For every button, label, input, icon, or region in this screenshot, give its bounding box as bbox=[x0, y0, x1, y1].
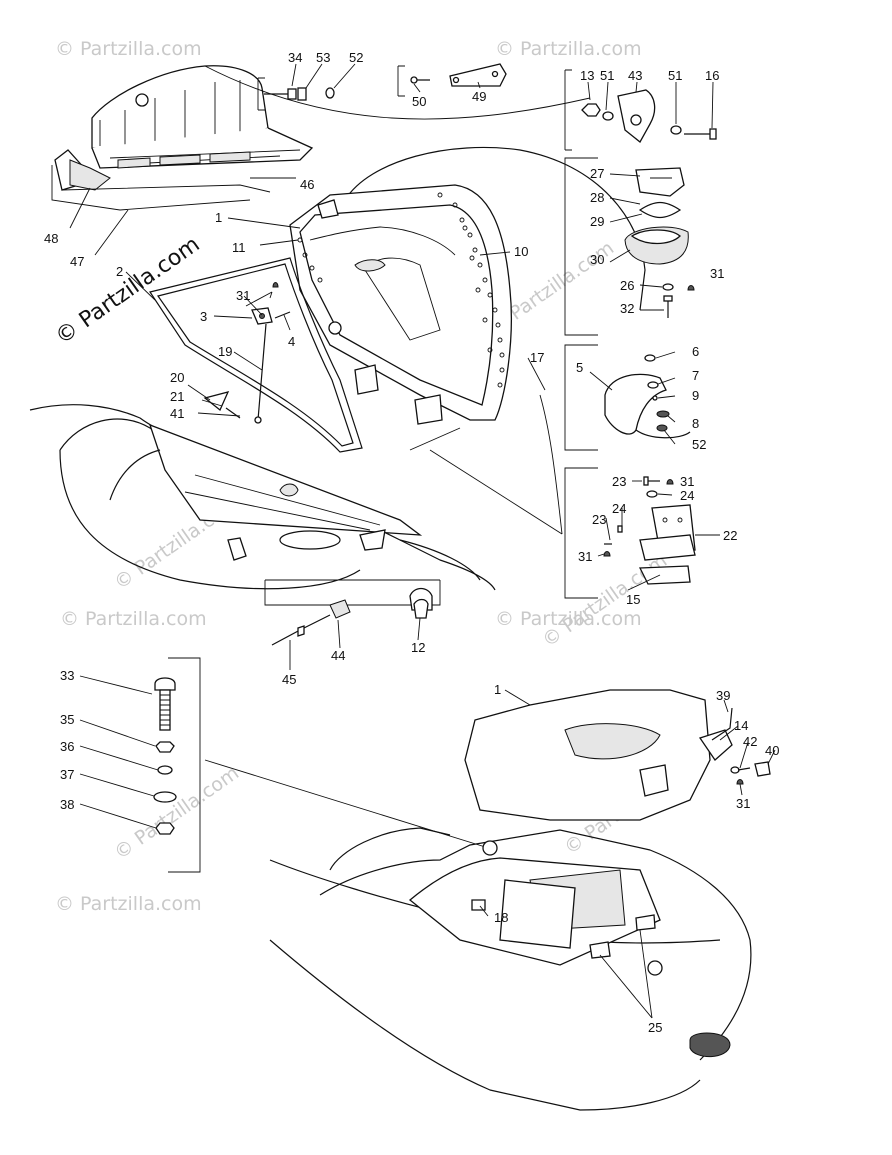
callout-31: 31 bbox=[236, 288, 250, 303]
callout-29: 29 bbox=[590, 214, 604, 229]
callout-52: 52 bbox=[692, 437, 706, 452]
callout-5: 5 bbox=[576, 360, 583, 375]
group-brackets bbox=[168, 157, 598, 873]
callout-46: 46 bbox=[300, 177, 314, 192]
callout-11: 11 bbox=[232, 240, 246, 255]
callout-1: 1 bbox=[215, 210, 222, 225]
callout-24: 24 bbox=[680, 488, 694, 503]
lid-support bbox=[203, 282, 291, 424]
callout-23: 23 bbox=[612, 474, 626, 489]
callout-37: 37 bbox=[60, 767, 74, 782]
storage-tray bbox=[91, 65, 591, 169]
callout-7: 7 bbox=[692, 368, 699, 383]
callout-20: 20 bbox=[170, 370, 184, 385]
callout-48: 48 bbox=[44, 231, 58, 246]
hinge-cluster-top-right bbox=[564, 69, 717, 151]
callout-35: 35 bbox=[60, 712, 74, 727]
callout-18: 18 bbox=[494, 910, 508, 925]
callout-39: 39 bbox=[716, 688, 730, 703]
gasket-seal bbox=[149, 257, 363, 453]
latch-assembly bbox=[624, 167, 695, 318]
callout-1: 1 bbox=[494, 682, 501, 697]
callout-22: 22 bbox=[723, 528, 737, 543]
hull-body-lower bbox=[269, 689, 771, 1111]
callout-8: 8 bbox=[692, 416, 699, 431]
callout-2: 2 bbox=[116, 264, 123, 279]
callout-34: 34 bbox=[288, 50, 302, 65]
watermark-faint: © Partzilla.com bbox=[55, 38, 202, 60]
bolt-stack bbox=[153, 677, 496, 851]
callout-labels: 34 53 52 50 49 13 51 43 51 16 46 48 47 1… bbox=[44, 50, 779, 1035]
callout-26: 26 bbox=[620, 278, 634, 293]
leader-lines bbox=[69, 63, 776, 1019]
callout-19: 19 bbox=[218, 344, 232, 359]
callout-24: 24 bbox=[612, 501, 626, 516]
callout-40: 40 bbox=[765, 743, 779, 758]
callout-43: 43 bbox=[628, 68, 642, 83]
callout-36: 36 bbox=[60, 739, 74, 754]
callout-10: 10 bbox=[514, 244, 528, 259]
callout-9: 9 bbox=[692, 388, 699, 403]
watermark-faint: © Partzilla.com bbox=[538, 550, 671, 652]
callout-53: 53 bbox=[316, 50, 330, 65]
callout-4: 4 bbox=[288, 334, 295, 349]
hinge-plates bbox=[603, 476, 696, 585]
callout-52: 52 bbox=[349, 50, 363, 65]
watermark-faint: © Partzilla.com bbox=[110, 762, 243, 864]
callout-14: 14 bbox=[734, 718, 748, 733]
watermark-faint: © Partzilla.com bbox=[60, 608, 207, 630]
callout-25: 25 bbox=[648, 1020, 662, 1035]
callout-45: 45 bbox=[282, 672, 296, 687]
hull-body-upper bbox=[29, 404, 496, 591]
callout-38: 38 bbox=[60, 797, 74, 812]
callout-47: 47 bbox=[70, 254, 84, 269]
callout-31: 31 bbox=[710, 266, 724, 281]
callout-30: 30 bbox=[590, 252, 604, 267]
storage-mat bbox=[51, 149, 271, 211]
callout-15: 15 bbox=[626, 592, 640, 607]
handle-cover bbox=[604, 354, 691, 439]
hardware-group-top bbox=[257, 63, 507, 111]
callout-41: 41 bbox=[170, 406, 184, 421]
callout-17: 17 bbox=[530, 350, 544, 365]
callout-51: 51 bbox=[600, 68, 614, 83]
callout-42: 42 bbox=[743, 734, 757, 749]
front-cover-lid bbox=[289, 146, 646, 451]
callout-12: 12 bbox=[411, 640, 425, 655]
callout-13: 13 bbox=[580, 68, 594, 83]
callout-51: 51 bbox=[668, 68, 682, 83]
callout-31: 31 bbox=[680, 474, 694, 489]
callout-28: 28 bbox=[590, 190, 604, 205]
callout-21: 21 bbox=[170, 389, 184, 404]
callout-27: 27 bbox=[590, 166, 604, 181]
callout-6: 6 bbox=[692, 344, 699, 359]
callout-16: 16 bbox=[705, 68, 719, 83]
callout-44: 44 bbox=[331, 648, 345, 663]
watermark-faint: © Partzilla.com bbox=[495, 608, 642, 630]
callout-31: 31 bbox=[736, 796, 750, 811]
callout-50: 50 bbox=[412, 94, 426, 109]
watermark-faint: © Partzilla.com bbox=[495, 38, 642, 60]
watermark-main: © Partzilla.com bbox=[51, 232, 204, 350]
small-parts-row bbox=[271, 587, 433, 646]
callout-49: 49 bbox=[472, 89, 486, 104]
callout-23: 23 bbox=[592, 512, 606, 527]
callout-31: 31 bbox=[578, 549, 592, 564]
watermark-faint: © Partzilla.com bbox=[55, 893, 202, 915]
callout-32: 32 bbox=[620, 301, 634, 316]
callout-33: 33 bbox=[60, 668, 74, 683]
callout-3: 3 bbox=[200, 309, 207, 324]
